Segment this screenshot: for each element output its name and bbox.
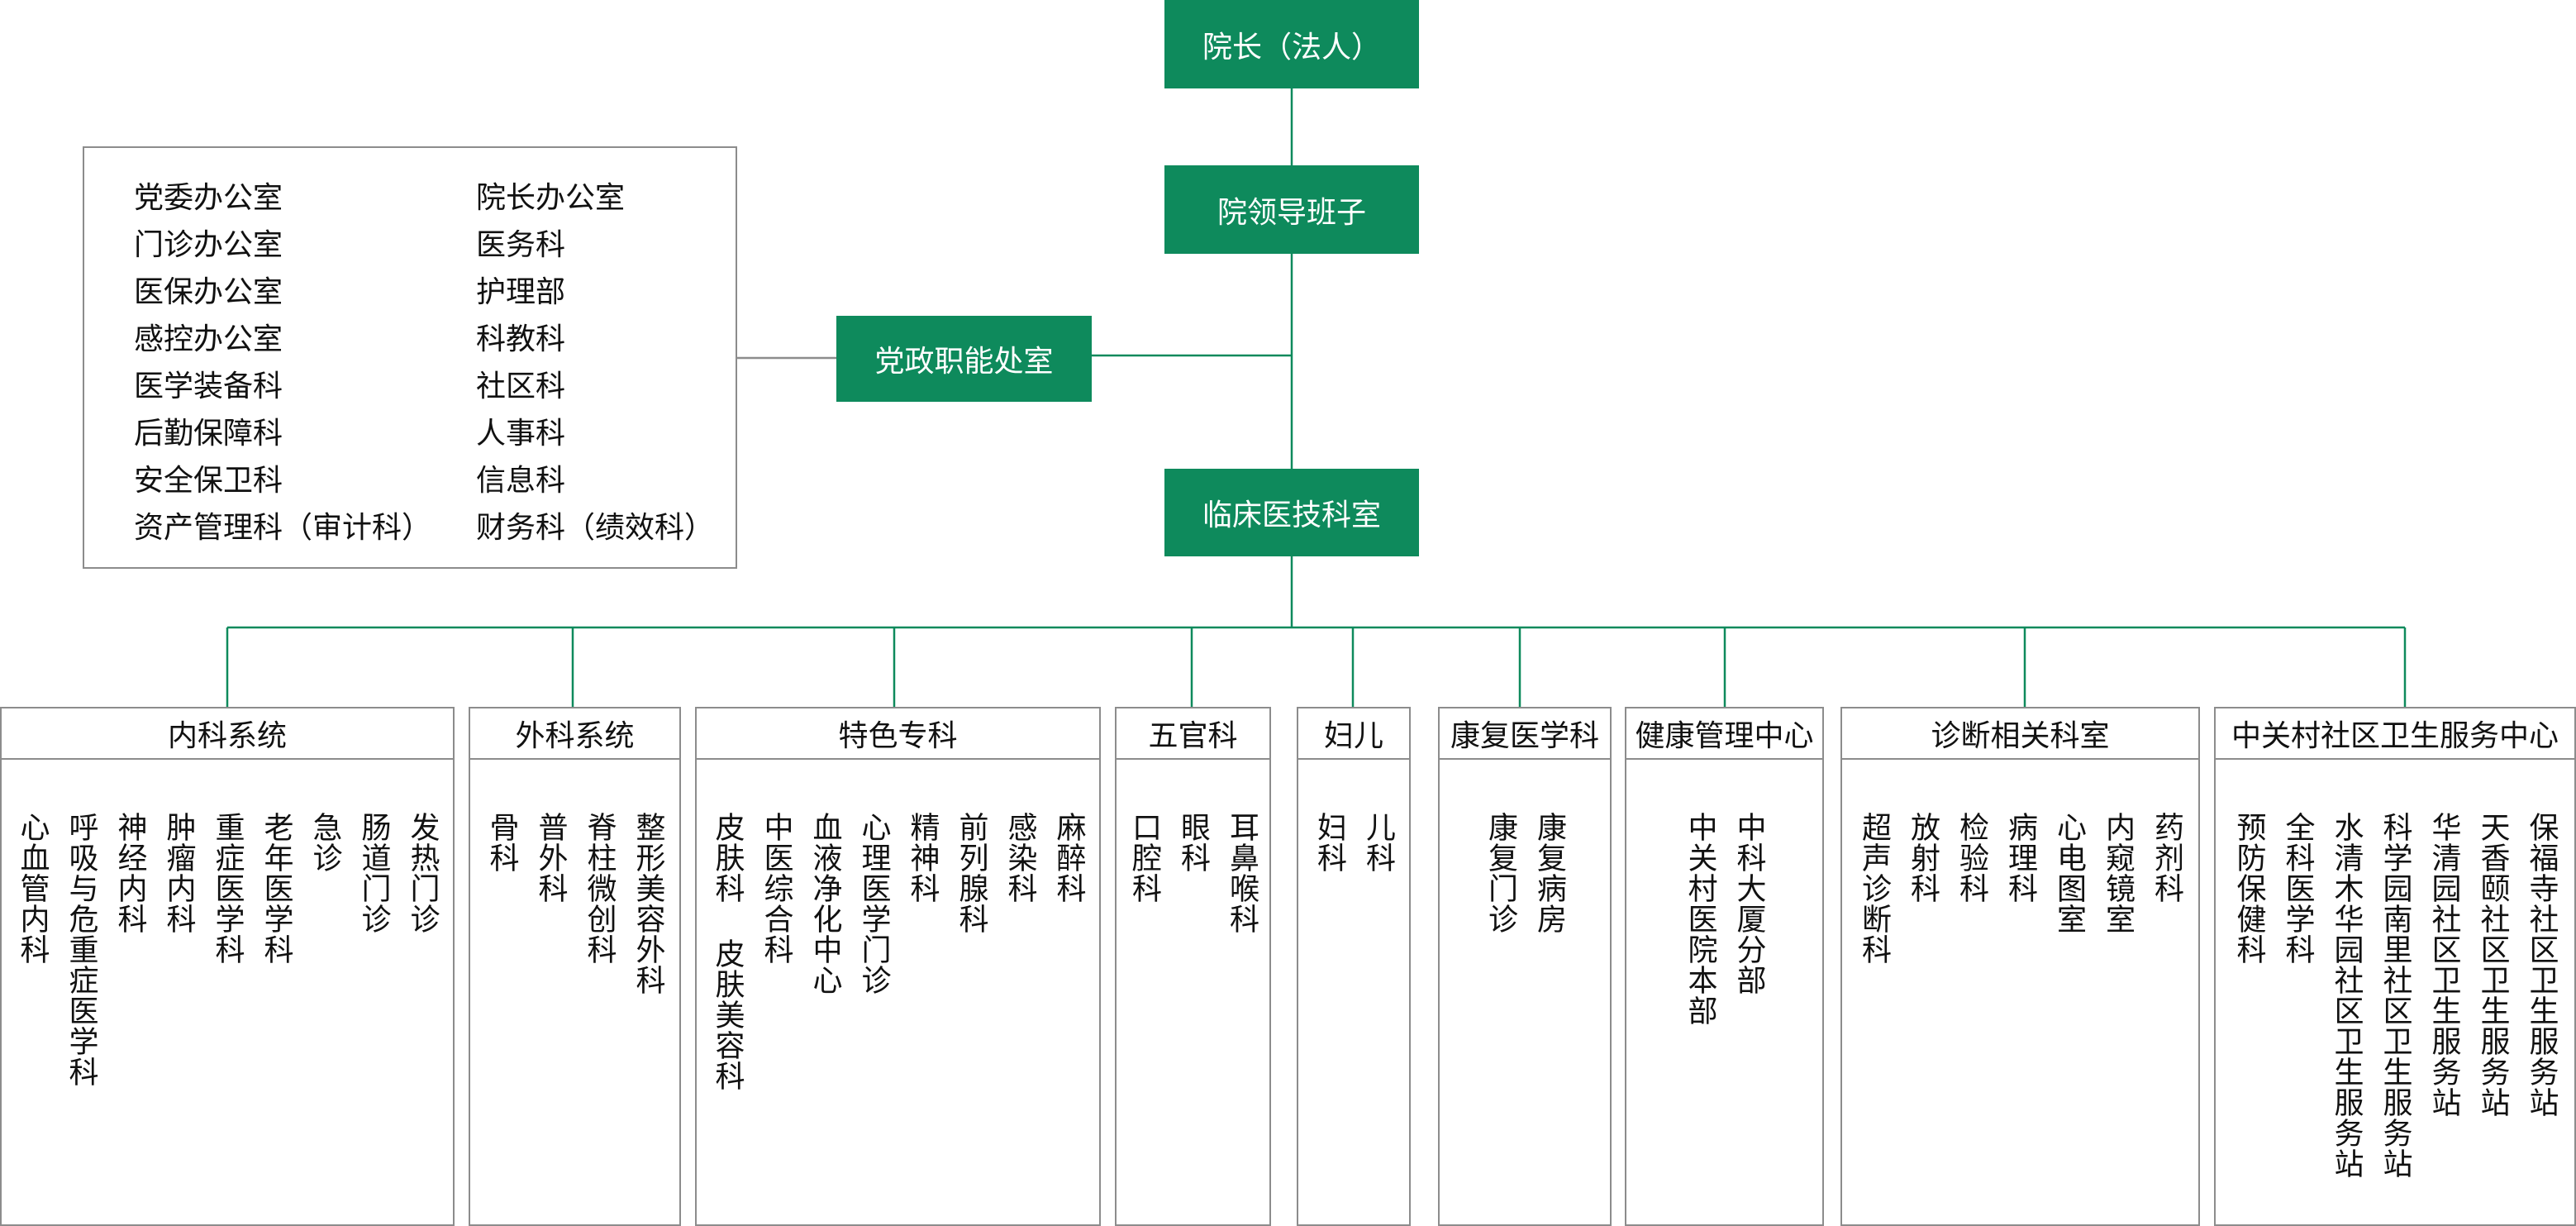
department-item: 麻醉科 bbox=[1051, 812, 1086, 904]
department-list: 中科大厦分部 中关村医院本部 bbox=[1626, 812, 1822, 1026]
office-item: 护理部 bbox=[476, 275, 566, 309]
department-list: 保福寺社区卫生服务站 天香颐社区卫生服务站 华清园社区卫生服务站 科学园南里社区… bbox=[2216, 812, 2574, 1179]
office-item: 资产管理科（审计科） bbox=[134, 511, 432, 545]
office-item: 后勤保障科 bbox=[134, 417, 283, 451]
department-item: 中医综合科 bbox=[759, 812, 793, 965]
office-item: 人事科 bbox=[476, 417, 566, 451]
group-title: 外科系统 bbox=[470, 708, 679, 760]
group-health-management: 健康管理中心 中科大厦分部 中关村医院本部 bbox=[1625, 707, 1824, 1226]
department-item: 预防保健科 bbox=[2231, 812, 2266, 965]
department-item: 水清木华园社区卫生服务站 bbox=[2329, 812, 2364, 1179]
department-item: 儿科 bbox=[1361, 812, 1395, 873]
group-title: 特色专科 bbox=[697, 708, 1099, 760]
admin-offices-left-column: 党委办公室 门诊办公室 医保办公室 感控办公室 医学装备科 后勤保障科 安全保卫… bbox=[134, 174, 431, 551]
department-item: 发热门诊 bbox=[405, 812, 440, 934]
group-title: 诊断相关科室 bbox=[1842, 708, 2198, 760]
department-item: 肿瘤内科 bbox=[161, 812, 196, 934]
office-item: 医务科 bbox=[476, 228, 566, 262]
department-item: 妇科 bbox=[1312, 812, 1346, 873]
department-item: 重症医学科 bbox=[210, 812, 245, 965]
department-item: 皮肤科 皮肤美容科 bbox=[710, 812, 745, 1091]
group-ent: 五官科 耳鼻喉科 眼科 口腔科 bbox=[1115, 707, 1271, 1226]
department-item: 肠道门诊 bbox=[356, 812, 391, 934]
department-item: 急诊 bbox=[307, 812, 342, 873]
admin-offices-box: 党政职能处室 bbox=[836, 316, 1092, 402]
department-item: 耳鼻喉科 bbox=[1225, 812, 1259, 934]
office-item: 信息科 bbox=[476, 464, 566, 498]
department-item: 脊柱微创科 bbox=[582, 812, 617, 965]
clinical-departments-box: 临床医技科室 bbox=[1164, 469, 1419, 556]
department-item: 病理科 bbox=[2003, 812, 2037, 904]
group-rehabilitation: 康复医学科 康复病房 康复门诊 bbox=[1438, 707, 1612, 1226]
department-item: 全科医学科 bbox=[2280, 812, 2315, 965]
department-item: 感染科 bbox=[1002, 812, 1037, 904]
department-item: 老年医学科 bbox=[259, 812, 293, 965]
president-box: 院长（法人） bbox=[1164, 0, 1419, 88]
department-item: 康复门诊 bbox=[1483, 812, 1517, 934]
department-item: 天香颐社区卫生服务站 bbox=[2475, 812, 2510, 1118]
office-item: 党委办公室 bbox=[134, 181, 283, 215]
office-item: 安全保卫科 bbox=[134, 464, 283, 498]
office-item: 财务科（绩效科） bbox=[476, 511, 715, 545]
department-item: 心电图室 bbox=[2052, 812, 2086, 934]
department-item: 普外科 bbox=[533, 812, 568, 904]
admin-offices-panel: 党委办公室 门诊办公室 医保办公室 感控办公室 医学装备科 后勤保障科 安全保卫… bbox=[83, 146, 737, 569]
group-surgery: 外科系统 整形美容外科 脊柱微创科 普外科 骨科 bbox=[469, 707, 681, 1226]
department-item: 科学园南里社区卫生服务站 bbox=[2378, 812, 2412, 1179]
department-item: 口腔科 bbox=[1127, 812, 1161, 904]
group-community-health-center: 中关村社区卫生服务中心 保福寺社区卫生服务站 天香颐社区卫生服务站 华清园社区卫… bbox=[2214, 707, 2576, 1226]
leadership-box: 院领导班子 bbox=[1164, 165, 1419, 254]
group-title: 内科系统 bbox=[2, 708, 453, 760]
office-item: 社区科 bbox=[476, 370, 566, 403]
department-item: 华清园社区卫生服务站 bbox=[2426, 812, 2461, 1118]
department-item: 骨科 bbox=[484, 812, 519, 873]
department-item: 呼吸与危重症医学科 bbox=[64, 812, 98, 1087]
department-item: 中关村医院本部 bbox=[1683, 812, 1717, 1026]
office-item: 科教科 bbox=[476, 322, 566, 356]
department-list: 发热门诊 肠道门诊 急诊 老年医学科 重症医学科 肿瘤内科 神经内科 呼吸与危重… bbox=[2, 812, 453, 1087]
group-women-children: 妇儿 儿科 妇科 bbox=[1297, 707, 1411, 1226]
department-item: 前列腺科 bbox=[954, 812, 988, 934]
group-title: 康复医学科 bbox=[1440, 708, 1610, 760]
group-title: 妇儿 bbox=[1298, 708, 1409, 760]
office-item: 院长办公室 bbox=[476, 181, 626, 215]
office-item: 医学装备科 bbox=[134, 370, 283, 403]
department-list: 药剂科 内窥镜室 心电图室 病理科 检验科 放射科 超声诊断科 bbox=[1842, 812, 2198, 965]
department-item: 超声诊断科 bbox=[1857, 812, 1891, 965]
department-item: 神经内科 bbox=[112, 812, 147, 934]
department-item: 检验科 bbox=[1955, 812, 1988, 904]
department-list: 麻醉科 感染科 前列腺科 精神科 心理医学门诊 血液净化中心 中医综合科 皮肤科… bbox=[697, 812, 1099, 1091]
department-item: 血液净化中心 bbox=[807, 812, 842, 995]
admin-offices-right-column: 院长办公室 医务科 护理部 科教科 社区科 人事科 信息科 财务科（绩效科） bbox=[476, 174, 714, 551]
group-specialty: 特色专科 麻醉科 感染科 前列腺科 精神科 心理医学门诊 血液净化中心 中医综合… bbox=[695, 707, 1101, 1226]
office-item: 门诊办公室 bbox=[134, 228, 283, 262]
department-item: 内窥镜室 bbox=[2101, 812, 2135, 934]
department-item: 心血管内科 bbox=[15, 812, 50, 965]
group-diagnostics: 诊断相关科室 药剂科 内窥镜室 心电图室 病理科 检验科 放射科 超声诊断科 bbox=[1840, 707, 2200, 1226]
department-item: 放射科 bbox=[1906, 812, 1940, 904]
department-item: 康复病房 bbox=[1532, 812, 1566, 934]
department-item: 药剂科 bbox=[2150, 812, 2183, 904]
department-item: 保福寺社区卫生服务站 bbox=[2524, 812, 2559, 1118]
group-title: 五官科 bbox=[1117, 708, 1269, 760]
department-item: 精神科 bbox=[905, 812, 940, 904]
group-title: 中关村社区卫生服务中心 bbox=[2216, 708, 2574, 760]
department-list: 康复病房 康复门诊 bbox=[1440, 812, 1610, 934]
department-item: 心理医学门诊 bbox=[856, 812, 891, 995]
department-item: 眼科 bbox=[1176, 812, 1210, 873]
group-title: 健康管理中心 bbox=[1626, 708, 1822, 760]
office-item: 医保办公室 bbox=[134, 275, 283, 309]
department-item: 整形美容外科 bbox=[631, 812, 665, 995]
office-item: 感控办公室 bbox=[134, 322, 283, 356]
department-list: 耳鼻喉科 眼科 口腔科 bbox=[1117, 812, 1269, 934]
department-list: 儿科 妇科 bbox=[1298, 812, 1409, 873]
department-list: 整形美容外科 脊柱微创科 普外科 骨科 bbox=[470, 812, 679, 995]
group-internal-medicine: 内科系统 发热门诊 肠道门诊 急诊 老年医学科 重症医学科 肿瘤内科 神经内科 … bbox=[0, 707, 455, 1226]
department-item: 中科大厦分部 bbox=[1731, 812, 1766, 995]
